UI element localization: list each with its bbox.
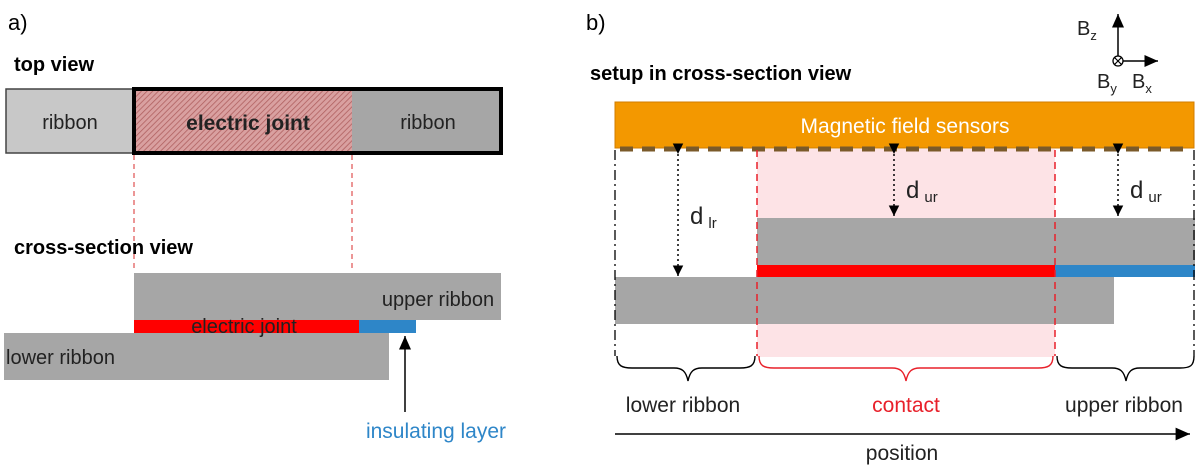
top-left-ribbon-label: ribbon xyxy=(42,112,98,134)
cs-lower-ribbon-label: lower ribbon xyxy=(6,347,115,369)
cs-upper-ribbon xyxy=(134,273,501,320)
b-contact-layer xyxy=(757,265,1055,277)
cs-insulating-layer xyxy=(359,320,416,333)
cross-section-heading: cross-section view xyxy=(14,237,193,259)
magnetic-field-sensors xyxy=(614,101,1195,149)
top-joint-area xyxy=(134,91,352,151)
sensors-label: Magnetic field sensors xyxy=(801,115,1010,138)
b-insulating-layer xyxy=(1055,265,1195,277)
top-joint-label: electric joint xyxy=(186,112,310,135)
region-contact-label: contact xyxy=(872,394,940,417)
coordinate-axes: Bz By Bx xyxy=(1077,14,1158,96)
panel-a-label: a) xyxy=(8,10,28,35)
b-lower-ribbon xyxy=(615,277,1114,324)
panel-b-heading: setup in cross-section view xyxy=(590,63,852,85)
brace-contact xyxy=(758,355,1054,382)
top-view: ribbon electric joint ribbon xyxy=(5,87,503,155)
b-upper-ribbon xyxy=(757,218,1195,265)
bz-label: Bz xyxy=(1077,18,1097,43)
cross-section-a: upper ribbon electric joint lower ribbon… xyxy=(4,273,506,443)
by-label: By xyxy=(1097,71,1117,96)
top-view-heading: top view xyxy=(14,54,94,76)
cs-electric-joint xyxy=(134,320,359,333)
cs-upper-ribbon-label: upper ribbon xyxy=(382,289,494,311)
insulating-layer-label: insulating layer xyxy=(366,420,506,443)
region-upper-label: upper ribbon xyxy=(1065,394,1183,417)
top-left-ribbon xyxy=(5,88,135,154)
brace-upper-ribbon xyxy=(1056,355,1195,382)
brace-lower-ribbon xyxy=(616,355,756,382)
cs-lower-ribbon xyxy=(4,333,389,380)
top-upper-ribbon-outline xyxy=(132,87,503,155)
panel-b-label: b) xyxy=(586,10,606,35)
position-label: position xyxy=(866,442,938,465)
top-right-ribbon-label: ribbon xyxy=(400,112,456,134)
bx-label: Bx xyxy=(1132,71,1152,96)
cs-electric-joint-label: electric joint xyxy=(191,316,297,338)
region-lower-label: lower ribbon xyxy=(626,394,740,417)
